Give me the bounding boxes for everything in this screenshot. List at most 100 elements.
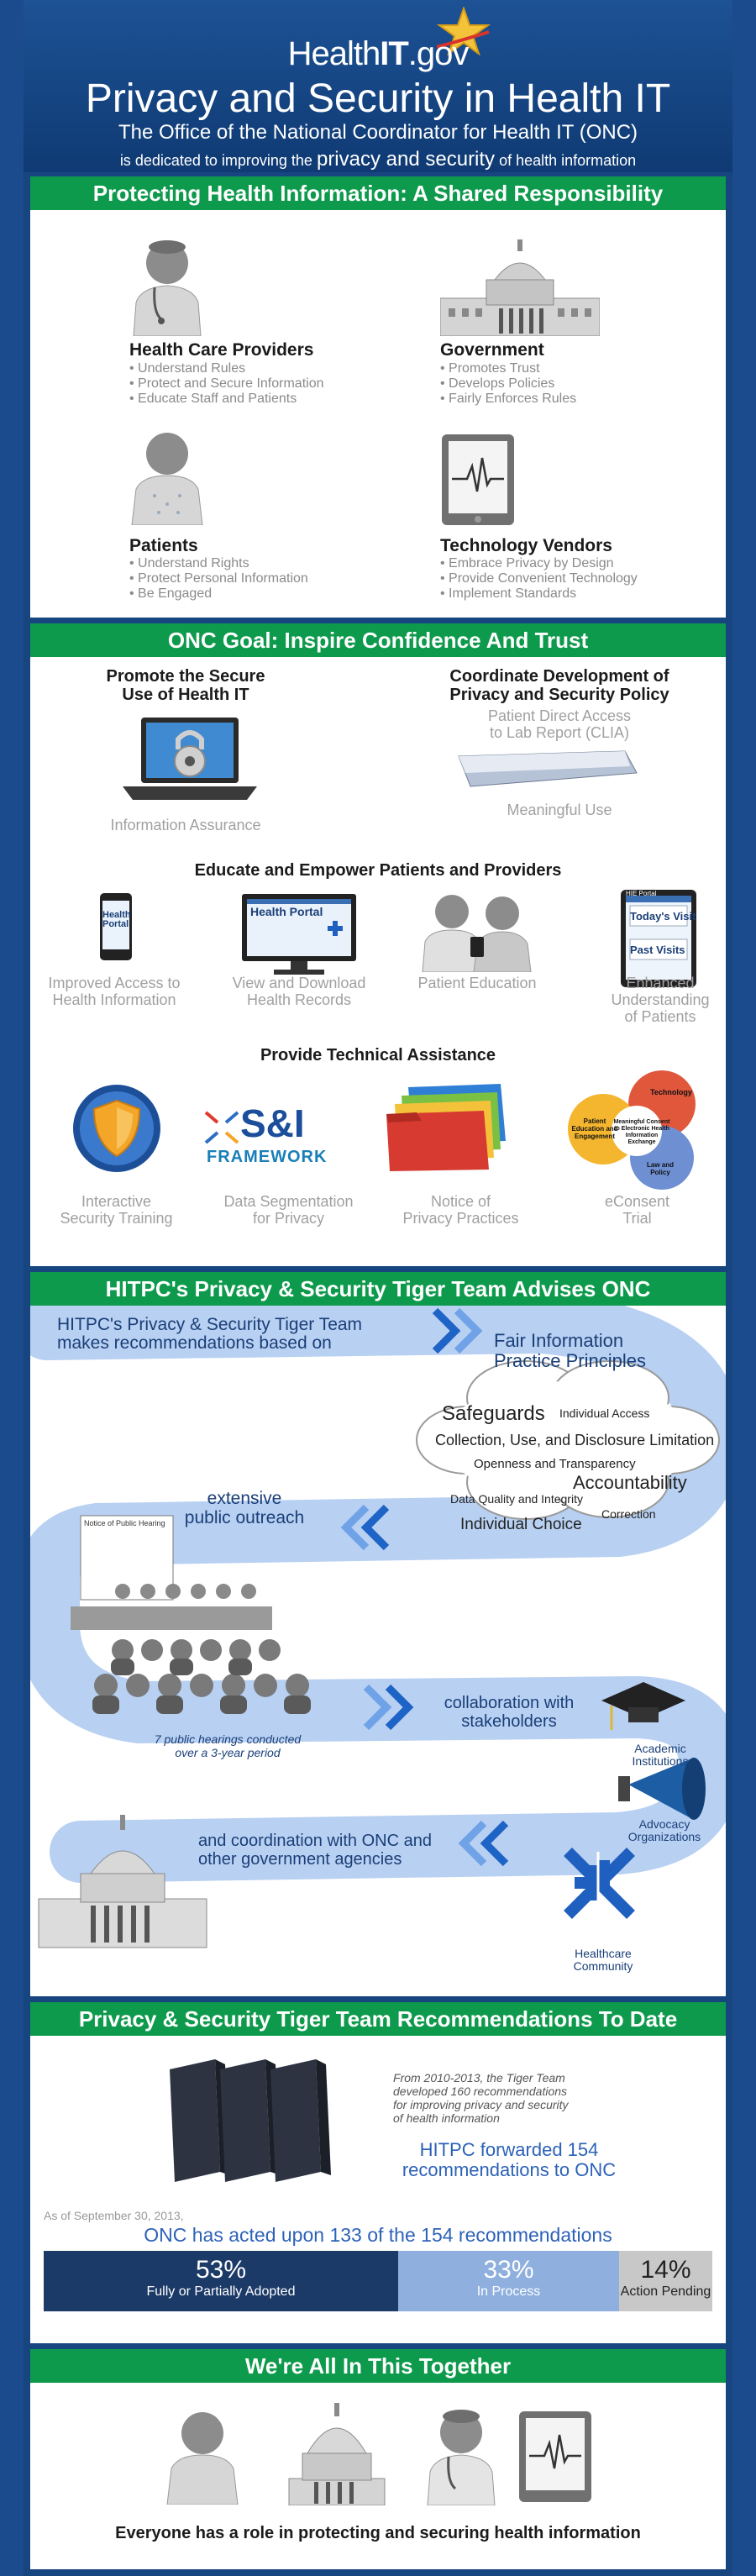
role-title-government: Government — [440, 340, 544, 360]
framework-logo-text: FRAMEWORK — [207, 1148, 328, 1166]
bar-adopted: 53%Fully or Partially Adopted — [44, 2251, 398, 2311]
tablet-icon — [442, 434, 514, 525]
meaningful-use-label: Meaningful Use — [507, 802, 612, 818]
as-of-date: As of September 30, 2013, — [44, 2209, 184, 2222]
site-logo[interactable]: HealthIT.gov — [287, 35, 470, 72]
page-title: Privacy and Security in Health IT — [85, 76, 671, 121]
section-onc-goal: ONC Goal: Inspire Confidence And Trust P… — [30, 623, 726, 1266]
doctor-icon — [133, 240, 202, 336]
role-list-providers: Understand Rules Protect and Secure Info… — [129, 361, 324, 407]
cloud-label: Correction — [601, 1507, 656, 1521]
tablet-header-text: HIE Portal — [626, 890, 657, 897]
section-banner: Privacy & Security Tiger Team Recommenda… — [30, 2002, 726, 2036]
list-item: Understand Rights — [129, 556, 308, 571]
header: HealthIT.gov Privacy and Security in Hea… — [24, 0, 732, 172]
cloud-label: Openness and Transparency — [474, 1457, 636, 1471]
phone-icon — [100, 893, 132, 960]
list-item: Understand Rules — [129, 361, 324, 376]
venn-diagram — [568, 1070, 696, 1190]
notice-title: Notice of Public Hearing — [84, 1519, 165, 1527]
star-icon — [437, 7, 491, 56]
role-title-patients: Patients — [129, 536, 198, 555]
section-banner: We're All In This Together — [30, 2349, 726, 2383]
document-icon — [458, 750, 638, 787]
section-recommendations: Privacy & Security Tiger Team Recommenda… — [30, 2002, 726, 2343]
doctor-patient-icon — [422, 895, 532, 972]
folders-icon — [386, 1084, 506, 1171]
list-item: Develops Policies — [440, 376, 576, 392]
tablet-icon — [519, 2411, 591, 2502]
role-list-vendors: Embrace Privacy by Design Provide Conven… — [440, 556, 638, 602]
list-item: Protect and Secure Information — [129, 376, 323, 392]
list-item: Embrace Privacy by Design — [440, 556, 638, 571]
tablet-text-past: Past Visits — [630, 944, 685, 956]
section-banner: HITPC's Privacy & Security Tiger Team Ad… — [30, 1272, 726, 1306]
acted-text: ONC has acted upon 133 of the 154 recomm… — [144, 2224, 612, 2246]
recommendation-bar-chart: 53%Fully or Partially Adopted 33%In Proc… — [44, 2251, 712, 2311]
list-item: Implement Standards — [440, 586, 638, 602]
footer-message: Everyone has a role in protecting and se… — [115, 2524, 641, 2542]
cloud-label: Data Quality and Integrity — [450, 1492, 583, 1506]
list-item: Provide Convenient Technology — [440, 571, 638, 586]
section-together: We're All In This Together Everyone has … — [30, 2349, 726, 2569]
list-item: Promotes Trust — [440, 361, 576, 376]
cloud-label: Individual Access — [559, 1406, 650, 1420]
list-item: Educate Staff and Patients — [129, 392, 324, 407]
laptop-lock-icon — [123, 718, 257, 800]
cloud-label: Safeguards — [442, 1402, 545, 1425]
tablet-text-today: Today's Visit — [630, 910, 696, 923]
patient-icon — [131, 433, 203, 525]
promote-caption: Information Assurance — [110, 817, 261, 833]
role-title-vendors: Technology Vendors — [440, 536, 612, 555]
list-item: Be Engaged — [129, 586, 308, 602]
section-banner: ONC Goal: Inspire Confidence And Trust — [30, 623, 726, 657]
role-title-providers: Health Care Providers — [129, 340, 314, 360]
educate-title: Educate and Empower Patients and Provide… — [194, 861, 562, 880]
monitor-screen-text: Health Portal — [250, 905, 323, 918]
doctor-icon — [427, 2410, 496, 2505]
cloud-label: Individual Choice — [460, 1516, 582, 1533]
capitol-icon — [440, 239, 600, 336]
si-logo-text: S&I — [240, 1101, 305, 1145]
capitol-icon — [288, 2403, 386, 2505]
process-ribbon — [30, 1306, 726, 1948]
shield-icon — [73, 1085, 160, 1172]
patient-icon — [166, 2412, 239, 2505]
monitor-icon — [242, 894, 356, 975]
list-item: Protect Personal Information — [129, 571, 308, 586]
section-banner: Protecting Health Information: A Shared … — [30, 176, 726, 210]
bar-in-process: 33%In Process — [398, 2251, 619, 2311]
subtitle: The Office of the National Coordinator f… — [118, 121, 638, 144]
tagline: is dedicated to improving the privacy an… — [119, 148, 637, 171]
infographic: HealthIT.gov Privacy and Security in Hea… — [24, 0, 732, 2576]
list-item: Fairly Enforces Rules — [440, 392, 576, 407]
cloud-label: Collection, Use, and Disclosure Limitati… — [435, 1432, 715, 1448]
section-shared-responsibility: Protecting Health Information: A Shared … — [30, 176, 726, 618]
cloud-label: Accountability — [573, 1472, 687, 1493]
